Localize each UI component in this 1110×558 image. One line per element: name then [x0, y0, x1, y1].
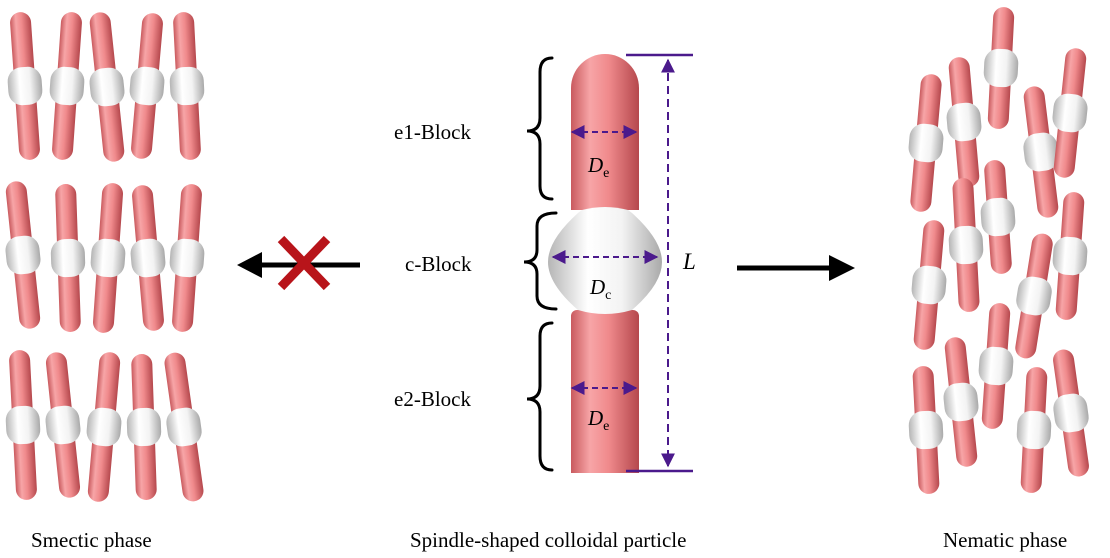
diameter-dimensions: De Dc De: [551, 125, 659, 434]
particle-center-block: [50, 238, 86, 278]
particle-center-block: [130, 238, 166, 278]
particle-center-block: [169, 238, 205, 278]
particle-center-block: [1016, 410, 1052, 450]
particle-center-block: [978, 346, 1014, 386]
particle-center-block: [86, 407, 122, 447]
smectic-particle: [89, 12, 125, 162]
smectic-particle: [7, 12, 43, 160]
particle-caption: Spindle-shaped colloidal particle: [410, 528, 686, 552]
nematic-particle: [1052, 48, 1088, 178]
particle-center-block: [1052, 93, 1088, 133]
nematic-particle: [1015, 233, 1053, 359]
particle-center-block: [45, 405, 81, 445]
nematic-particle: [978, 303, 1014, 429]
particle-center-block: [1016, 276, 1052, 316]
de-bottom-label: De: [587, 406, 609, 434]
nematic-particle: [1023, 86, 1059, 218]
particle-center-block: [946, 102, 982, 142]
particle-center-block: [5, 235, 41, 275]
nematic-phase-particles: [908, 7, 1089, 494]
arrow-right-icon: [737, 255, 855, 281]
smectic-phase-caption: Smectic phase: [31, 528, 152, 552]
rod-bottom-cap: [571, 455, 639, 473]
brace-c: [523, 211, 558, 311]
particle-center-block: [169, 66, 205, 106]
particle-center-block: [49, 66, 85, 106]
particle-center-block: [908, 123, 944, 163]
particle-center-block: [7, 66, 43, 106]
particle-center-block: [911, 265, 947, 305]
length-dimension: L: [626, 53, 696, 473]
nematic-particle: [1016, 367, 1052, 493]
particle-center-block: [89, 67, 125, 107]
e1-block-label: e1-Block: [394, 120, 471, 144]
smectic-particle: [129, 13, 165, 159]
nematic-particle: [946, 57, 982, 187]
smectic-phase-particles: [5, 12, 205, 502]
smectic-particle: [86, 352, 122, 502]
nematic-particle: [911, 220, 947, 350]
particle-center-block: [126, 407, 162, 447]
nematic-particle: [980, 160, 1016, 274]
particle-center-block: [980, 197, 1016, 237]
particle-center-block: [166, 407, 202, 447]
smectic-particle: [49, 12, 85, 160]
smectic-particle: [169, 184, 205, 332]
length-label: L: [682, 249, 696, 274]
particle-center-block: [1052, 236, 1088, 276]
smectic-particle: [126, 354, 162, 500]
dc-label: Dc: [589, 275, 611, 303]
smectic-particle: [90, 183, 126, 333]
smectic-particle: [5, 181, 41, 329]
brace-e2: [526, 321, 554, 472]
nematic-particle: [1052, 192, 1088, 320]
smectic-particle: [169, 12, 205, 160]
smectic-particle: [164, 352, 204, 502]
nematic-particle: [983, 7, 1019, 129]
nematic-particle: [948, 178, 984, 312]
smectic-particle: [5, 350, 41, 500]
block-braces: [523, 56, 558, 472]
particle-center-block: [943, 382, 979, 422]
nematic-particle: [908, 366, 944, 494]
rod-bottom-segment: [571, 310, 639, 472]
smectic-particle: [50, 184, 86, 332]
brace-e1: [526, 56, 554, 201]
particle-center-block: [983, 48, 1019, 88]
particle-center-block: [129, 66, 165, 106]
spindle-particle: [548, 54, 662, 473]
particle-center-block: [908, 410, 944, 450]
nematic-particle: [908, 74, 944, 212]
particle-center-block: [948, 225, 984, 265]
c-block-label: c-Block: [405, 252, 472, 276]
nematic-particle: [943, 337, 979, 467]
particle-center-block: [90, 238, 126, 278]
e2-block-label: e2-Block: [394, 387, 471, 411]
smectic-particle: [130, 185, 166, 331]
red-x-cross-icon: [277, 235, 331, 291]
de-top-label: De: [587, 153, 609, 181]
nematic-phase-caption: Nematic phase: [943, 528, 1067, 552]
smectic-particle: [45, 352, 81, 498]
nematic-particle: [1053, 349, 1089, 477]
particle-center-block: [1023, 132, 1059, 172]
particle-center-block: [1053, 393, 1089, 433]
particle-center-block: [5, 405, 41, 445]
